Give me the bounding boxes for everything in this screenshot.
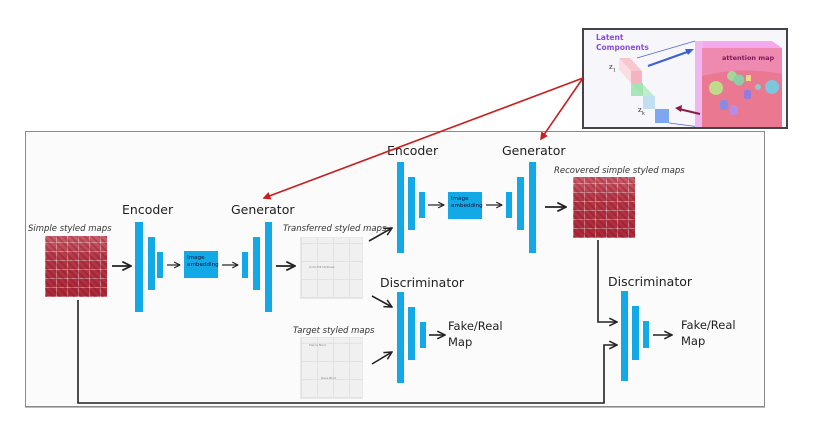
image-embedding-1: Image embedding bbox=[184, 251, 219, 278]
target-map-street-1: Pierce Blvd bbox=[309, 343, 326, 347]
z1-subscript: 1 bbox=[612, 67, 616, 74]
arrow-input-to-discriminator2 bbox=[77, 300, 617, 404]
encoder-1-layer-1 bbox=[135, 222, 143, 312]
zk-subscript: k bbox=[641, 110, 645, 117]
generator-2-label: Generator bbox=[502, 143, 566, 158]
red-arrow-to-generator2 bbox=[540, 77, 584, 141]
arrow-transferred-to-encoder2 bbox=[368, 228, 392, 242]
latent-block-1 bbox=[631, 71, 642, 83]
z1-label: z1 bbox=[609, 63, 616, 73]
discriminator-1-label: Discriminator bbox=[380, 275, 465, 290]
discriminator-2-label: Discriminator bbox=[608, 274, 693, 289]
red-arrow-to-generator1 bbox=[262, 77, 584, 200]
generator-2-layer-3 bbox=[529, 162, 536, 253]
zk-label: zk bbox=[638, 106, 645, 116]
recovered-maps-label: Recovered simple styled maps bbox=[554, 166, 685, 176]
arrow-transferred-to-discriminator1 bbox=[371, 295, 392, 307]
encoder-2-layer-2 bbox=[408, 177, 415, 230]
image-embedding-2: Image embedding bbox=[448, 192, 483, 219]
generator-1-layer-2 bbox=[253, 237, 260, 290]
discriminator-2-output: Fake/Real Map bbox=[681, 317, 736, 349]
image-embedding-2-label: Image embedding bbox=[451, 196, 483, 209]
z1-letter: z bbox=[609, 63, 613, 71]
discriminator-1-layer-3 bbox=[420, 322, 426, 348]
generator-1-label: Generator bbox=[231, 202, 295, 217]
transferred-map-street-text: Cold Hill Midtown bbox=[309, 265, 336, 269]
generator-1-layer-1 bbox=[242, 252, 248, 278]
discriminator-2-layer-3 bbox=[643, 321, 649, 348]
encoder-1-label: Encoder bbox=[122, 202, 174, 217]
encoder-1-layer-2 bbox=[148, 237, 155, 290]
attention-map-label: attention map bbox=[722, 54, 775, 62]
image-embedding-1-label: Image embedding bbox=[187, 255, 219, 268]
arrow-target-to-discriminator1 bbox=[371, 352, 392, 365]
transferred-styled-map-image: Cold Hill Midtown bbox=[300, 237, 363, 299]
target-map-street-2: Race Blvd bbox=[321, 376, 336, 380]
inset-title-line1: Latent bbox=[596, 33, 624, 42]
generator-1-layer-3 bbox=[265, 222, 272, 312]
simple-styled-map-image bbox=[45, 236, 107, 297]
latent-block-2 bbox=[631, 83, 643, 96]
latent-block-top-face bbox=[619, 58, 642, 71]
inset-title: Latent Components bbox=[596, 33, 649, 53]
recovered-simple-map-image bbox=[573, 177, 635, 238]
target-styled-map-image: Pierce Blvd Race Blvd bbox=[300, 337, 363, 399]
inset-title-line2: Components bbox=[596, 43, 649, 52]
discriminator-2-output-line2: Map bbox=[681, 334, 706, 348]
target-maps-label: Target styled maps bbox=[293, 326, 375, 336]
discriminator-1-layer-2 bbox=[408, 307, 415, 360]
arrow-recovered-to-discriminator2 bbox=[597, 240, 617, 322]
discriminator-1-output-line1: Fake/Real bbox=[448, 319, 503, 333]
encoder-1-layer-3 bbox=[157, 252, 163, 278]
latent-to-attention-arrow bbox=[647, 50, 691, 67]
latent-attention-graphic bbox=[619, 40, 782, 127]
simple-maps-label: Simple styled maps bbox=[28, 224, 112, 234]
attention-cube-top bbox=[695, 41, 782, 48]
discriminator-1-output-line2: Map bbox=[448, 335, 473, 349]
discriminator-1-layer-1 bbox=[397, 292, 404, 383]
generator-2-layer-1 bbox=[506, 192, 512, 218]
generator-2-layer-2 bbox=[517, 177, 524, 230]
latent-block-4 bbox=[655, 109, 669, 123]
encoder-2-layer-3 bbox=[419, 192, 425, 218]
attention-to-latent-arrow bbox=[678, 108, 701, 115]
discriminator-2-layer-2 bbox=[632, 306, 639, 360]
discriminator-2-output-line1: Fake/Real bbox=[681, 318, 736, 332]
discriminator-2-layer-1 bbox=[621, 291, 628, 381]
encoder-2-layer-1 bbox=[397, 162, 404, 253]
attention-cube-side bbox=[695, 41, 703, 127]
latent-components-inset: Latent Components z1 zk at bbox=[582, 28, 788, 129]
discriminator-1-output: Fake/Real Map bbox=[448, 318, 503, 350]
transferred-maps-label: Transferred styled maps bbox=[283, 224, 387, 234]
zk-letter: z bbox=[638, 106, 642, 114]
